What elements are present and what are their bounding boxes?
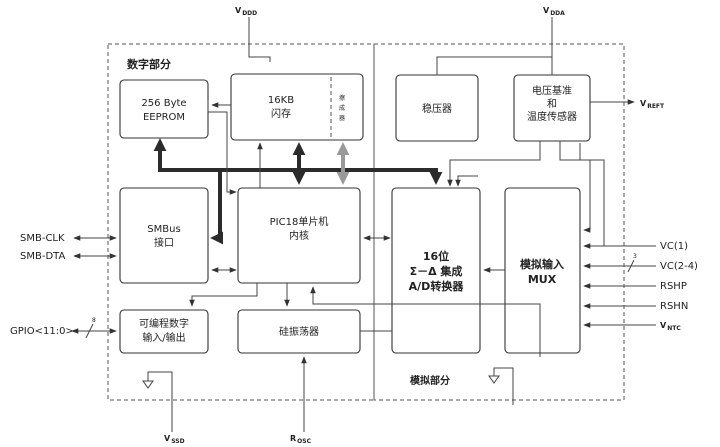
gpio-line-2: 输入/输出 [142, 331, 185, 344]
mux-line-1: 模拟输入 [520, 257, 564, 271]
vref-temp-block [513, 74, 591, 142]
analog-ground-wire [493, 367, 514, 405]
oscillator-label: 硅振荡器 [279, 325, 319, 338]
flash-side-char-1: 擦 [339, 94, 345, 102]
svg-text:VDDD: VDDD [235, 6, 257, 17]
link-cpu-gpio [189, 283, 258, 307]
rshn-label: RSHN [660, 301, 688, 312]
flash-side-char-3: 器 [339, 115, 345, 122]
mux-line-2: MUX [528, 273, 557, 286]
rosc-label: ROSC [290, 434, 312, 445]
vref-temp-line-3: 温度传感器 [527, 110, 577, 123]
eeprom-line-2: EEPROM [143, 112, 185, 123]
svg-text:VDDA: VDDA [543, 6, 565, 17]
vntc-label: VNTC [660, 321, 681, 332]
flash-line-2: 闪存 [271, 107, 291, 120]
gpio-width-label: 8 [92, 317, 96, 324]
vc24-label: VC(2-4) [660, 261, 698, 272]
svg-text:VSSD: VSSD [164, 434, 185, 445]
flash-line-1: 16KB [268, 95, 294, 106]
vc24-bus-slash [627, 259, 635, 273]
bus-smbus-cpu [210, 170, 223, 245]
vddd-label: VDDD [235, 6, 257, 17]
gpio-line-1: 可编程数字 [139, 317, 189, 330]
smbus-block [119, 187, 209, 284]
vssd-wire [147, 371, 173, 432]
rshp-label: RSHP [660, 281, 687, 292]
gpio-block [119, 309, 209, 354]
eeprom-block [119, 79, 209, 139]
svg-text:VREFT: VREFT [640, 99, 665, 110]
vddd-wire [248, 17, 271, 62]
smbus-line-1: SMBus [147, 224, 180, 235]
eeprom-line-1: 256 Byte [141, 98, 186, 109]
analog-ground-symbol [488, 375, 500, 384]
adc-line-3: A/D转换器 [409, 279, 465, 293]
smb-clk-label: SMB-CLK [20, 233, 65, 244]
cpu-block [237, 187, 361, 284]
smbus-line-2: 接口 [154, 236, 174, 249]
link-cpu-mux-control [310, 286, 541, 357]
digital-region [107, 43, 375, 401]
svg-text:ROSC: ROSC [290, 434, 312, 445]
adc-line-2: Σ－Δ 集成 [410, 264, 463, 278]
link-eeprom-cpu [207, 100, 237, 195]
digital-ground-symbol [142, 380, 154, 389]
vref-temp-line-1: 电压基准 [532, 84, 572, 97]
cpu-line-2: 内核 [289, 229, 309, 242]
vref-temp-line-2: 和 [547, 98, 557, 110]
digital-region-label: 数字部分 [127, 57, 171, 71]
adc-block [391, 187, 481, 354]
regulator-label: 稳压器 [422, 102, 452, 115]
link-vref-adc [447, 141, 541, 187]
gpio-bus-slash [85, 323, 94, 339]
vdda-regulator-wire [436, 56, 553, 75]
vc24-width-label: 3 [633, 253, 637, 260]
svg-text:VNTC: VNTC [660, 321, 681, 332]
vc1-label: VC(1) [660, 241, 688, 252]
smb-dta-label: SMB-DTA [20, 251, 65, 262]
analog-region-label: 模拟部分 [410, 374, 450, 387]
cpu-line-1: PIC18单片机 [270, 215, 329, 228]
vc1-wire [579, 143, 656, 247]
gpio-label: GPIO<11:0> [10, 326, 74, 337]
link-regulator-adc [455, 175, 478, 187]
analog-region [373, 43, 625, 401]
adc-line-1: 16位 [423, 249, 449, 263]
vdda-label: VDDA [543, 6, 565, 17]
vssd-label: VSSD [164, 434, 185, 445]
vref-label: VREFT [640, 99, 665, 110]
flash-side-char-2: 成 [339, 104, 345, 112]
